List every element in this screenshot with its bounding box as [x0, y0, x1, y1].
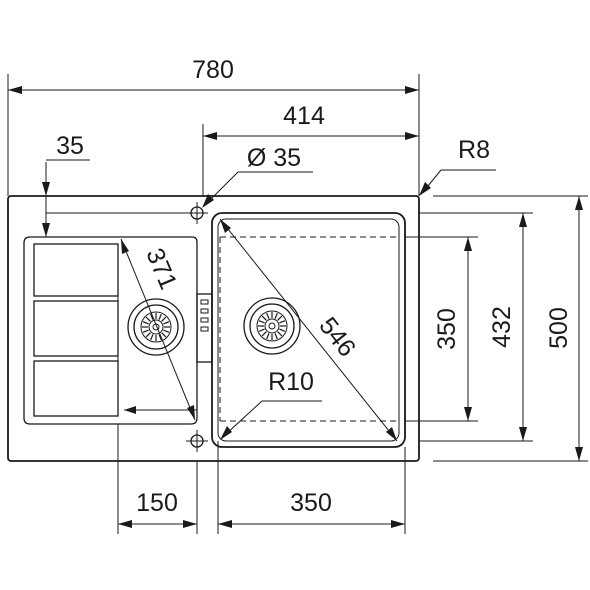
- tap-hole-bottom: [186, 430, 208, 452]
- left-offset-label: 35: [56, 132, 84, 160]
- overall-width-label: 780: [192, 56, 234, 84]
- bowl-inner-depth-label: 350: [433, 308, 461, 350]
- drain-grille-slot: [258, 320, 265, 324]
- drain-grille-slot: [161, 316, 167, 322]
- overall-depth-label: 500: [545, 307, 573, 349]
- drain-grille-slot: [158, 334, 162, 341]
- drain-grille-slot: [274, 312, 278, 319]
- drainer-diagonal-label: 371: [140, 244, 182, 293]
- drain-grille-slot: [266, 312, 270, 319]
- dimension-bowl-inner-width: 350: [217, 441, 406, 534]
- dimension-bowl-outer-depth: 432: [419, 212, 533, 442]
- bowl-drain: [243, 297, 301, 355]
- dimension-overall-depth: 500: [433, 195, 588, 462]
- dimension-hole-diameter: Ø 35: [202, 144, 313, 208]
- bowl-outer-depth-label: 432: [488, 306, 516, 348]
- hole-diameter-label: Ø 35: [247, 144, 301, 172]
- dimension-inner-radius: R10: [124, 368, 322, 440]
- drain-grille-slot: [142, 329, 149, 333]
- corner-radius-label: R8: [458, 136, 490, 164]
- drain-grille-slot: [277, 331, 283, 337]
- drainer-rib: [33, 360, 119, 417]
- dimension-bowl-outer-width: 414: [202, 102, 420, 196]
- bowl-diagonal-label: 546: [313, 312, 361, 362]
- drain-grille-slot: [279, 328, 286, 332]
- inner-radius-label: R10: [268, 368, 314, 396]
- bowl-inner-width-label: 350: [290, 489, 332, 517]
- bowl-outer-width-label: 414: [283, 102, 325, 130]
- overflow-slot: [196, 293, 213, 363]
- dimension-left-offset: 35: [42, 132, 190, 237]
- drain-grille-slot: [258, 328, 265, 332]
- drain-grille-slot: [163, 321, 170, 325]
- dimension-bowl-diagonal: 546: [219, 218, 398, 442]
- drain-grille-slot: [279, 320, 286, 324]
- drain-grille-slot: [142, 321, 149, 325]
- drain-grille-slot: [266, 333, 270, 340]
- drainer-drain: [127, 298, 185, 356]
- drain-grille-slot: [277, 315, 283, 321]
- drainer-width-label: 150: [136, 489, 178, 517]
- drainer-rib: [33, 300, 119, 357]
- dimension-corner-radius: R8: [419, 136, 496, 196]
- drain-grille-slot: [158, 313, 162, 320]
- drain-grille-slot: [145, 316, 151, 322]
- drainer-area: [23, 236, 198, 425]
- drain-grille-slot: [150, 313, 154, 320]
- sink-outline: [7, 195, 420, 462]
- drain-grille-slot: [150, 334, 154, 341]
- dimension-drainer-width: 150: [117, 424, 198, 534]
- dimension-overall-width: 780: [7, 56, 420, 196]
- drain-grille-slot: [274, 333, 278, 340]
- drain-grille-slot: [163, 329, 170, 333]
- drain-grille-slot: [145, 332, 151, 338]
- drain-grille-slot: [261, 315, 267, 321]
- drainer-rib: [33, 243, 119, 297]
- drain-grille-slot: [261, 331, 267, 337]
- dimension-bowl-inner-depth: 350: [405, 236, 478, 422]
- drain-grille-slot: [161, 332, 167, 338]
